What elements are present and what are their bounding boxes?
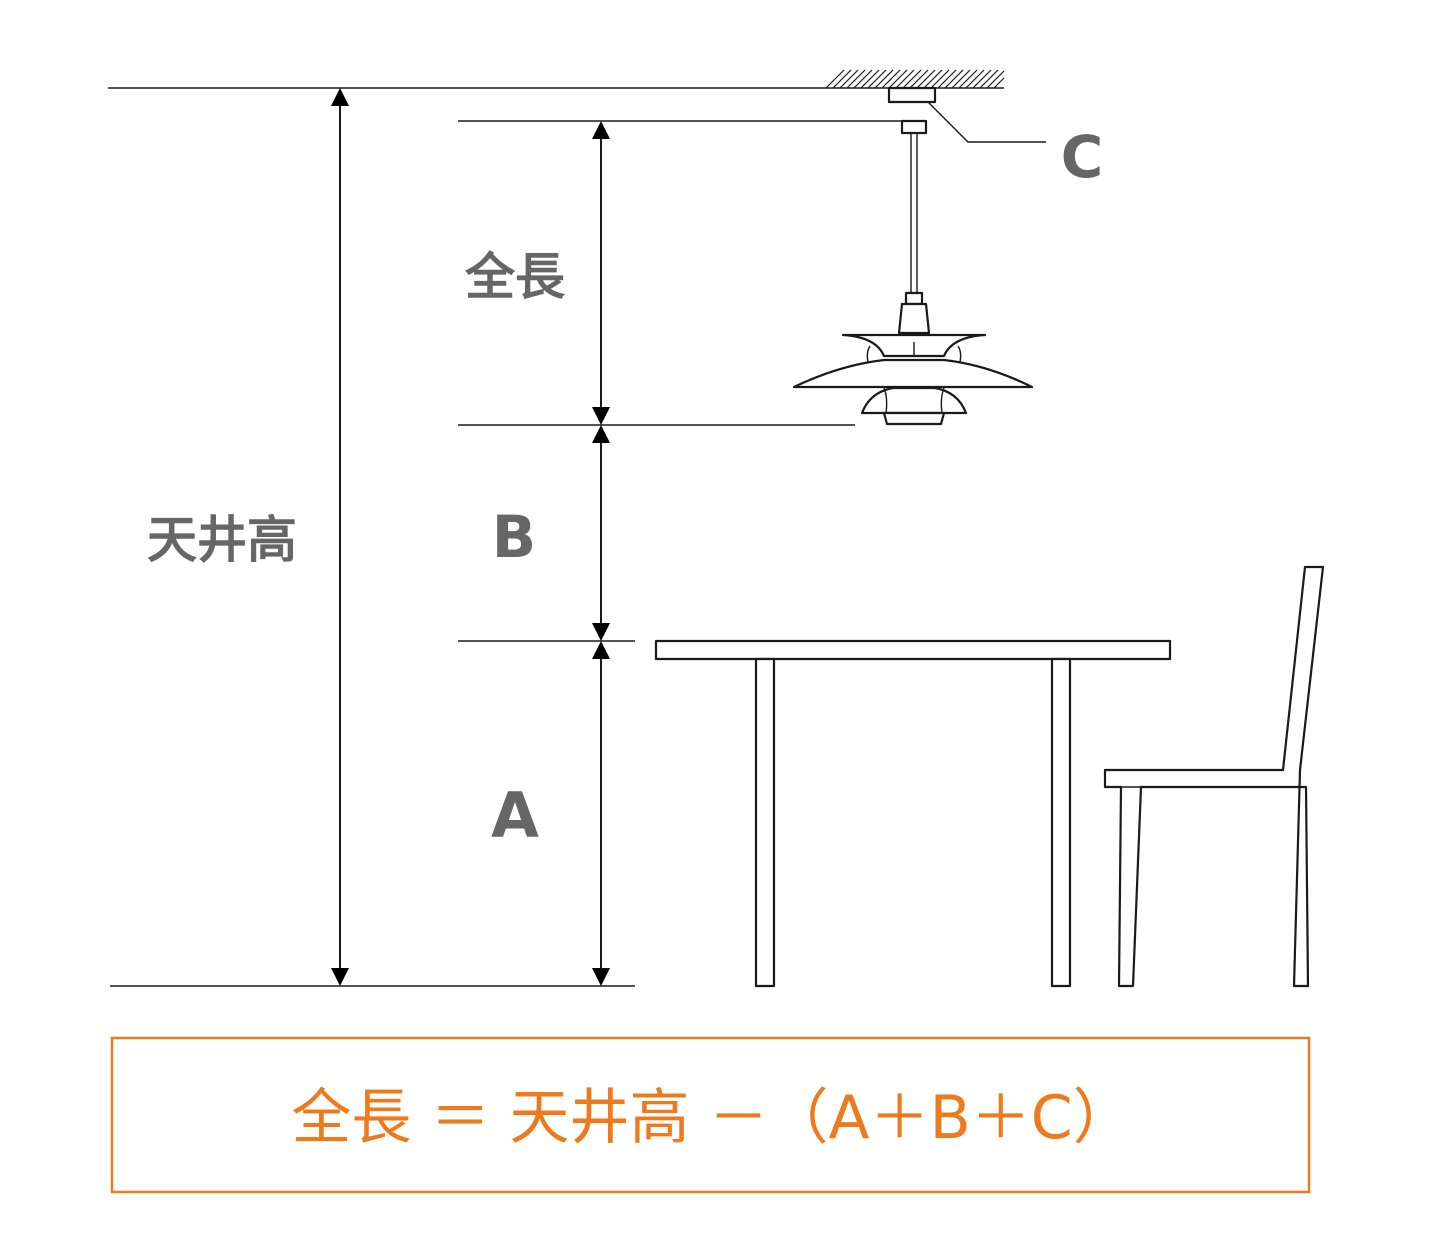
dimension-b	[592, 425, 610, 641]
hatch-stroke	[944, 69, 964, 89]
hatch-stroke	[881, 69, 901, 89]
ceiling	[108, 69, 1005, 89]
total-length-label: 全長	[464, 248, 566, 306]
hatch-stroke	[846, 69, 866, 89]
shade-detail	[866, 345, 871, 363]
hatch-stroke	[958, 69, 978, 89]
dimension-a	[592, 641, 610, 986]
chair-outline	[1103, 565, 1325, 988]
ceiling-height-label: 天井高	[147, 511, 297, 569]
cord-connector	[900, 119, 928, 135]
hatch-stroke	[965, 69, 985, 89]
hatch-stroke	[909, 69, 929, 89]
ceiling-hatch-icon	[825, 69, 1005, 89]
hatch-stroke	[832, 69, 852, 89]
hatch-stroke	[972, 69, 992, 89]
dining-table-icon	[654, 639, 1172, 988]
arrow-down-icon	[592, 407, 610, 425]
arrow-up-icon	[592, 121, 610, 139]
hatch-stroke	[986, 70, 1005, 89]
hatch-stroke	[930, 69, 950, 89]
hatch-stroke	[979, 69, 999, 89]
arrow-up-icon	[592, 641, 610, 659]
hatch-stroke	[923, 69, 943, 89]
hatch-stroke	[867, 69, 887, 89]
socket-top	[904, 291, 924, 306]
arrow-down-icon	[331, 968, 349, 986]
canopy	[887, 86, 937, 104]
hatch-stroke	[937, 69, 957, 89]
arrow-up-icon	[331, 88, 349, 106]
dimension-c-label: C	[1061, 123, 1104, 191]
arrow-up-icon	[592, 425, 610, 443]
chair-icon	[1103, 565, 1325, 988]
table-leg	[754, 657, 776, 988]
hatch-stroke	[860, 69, 880, 89]
hatch-stroke	[951, 69, 971, 89]
shade-detail	[883, 387, 888, 414]
middle-shade	[792, 358, 1034, 389]
formula-box: 全長 ＝ 天井高 －（A＋B＋C）	[110, 1036, 1311, 1194]
arrow-down-icon	[592, 968, 610, 986]
pendant-lamp-icon	[792, 86, 1046, 426]
hatch-stroke	[853, 69, 873, 89]
diffuser	[882, 411, 946, 426]
hatch-stroke	[993, 77, 1005, 89]
hatch-stroke	[874, 69, 894, 89]
bottom-shade	[860, 386, 968, 415]
table-top	[654, 639, 1172, 661]
table-leg	[1050, 657, 1072, 988]
shade-detail	[957, 345, 962, 363]
dimension-ceiling-height	[331, 88, 349, 986]
dimension-total-length	[592, 121, 610, 425]
hatch-stroke	[895, 69, 915, 89]
hatch-stroke	[902, 69, 922, 89]
hatch-stroke	[916, 69, 936, 89]
arrow-down-icon	[592, 623, 610, 641]
formula-text: 全長 ＝ 天井高 －（A＋B＋C）	[291, 1083, 1132, 1153]
shade-detail	[940, 387, 945, 414]
hatch-stroke	[888, 69, 908, 89]
socket	[897, 302, 931, 335]
dimension-a-label: A	[491, 779, 539, 852]
hatch-stroke	[825, 69, 845, 89]
c-leader-line	[927, 101, 1046, 143]
hatch-stroke	[839, 69, 859, 89]
dimension-b-label: B	[492, 503, 536, 571]
formula-frame	[110, 1036, 1311, 1194]
